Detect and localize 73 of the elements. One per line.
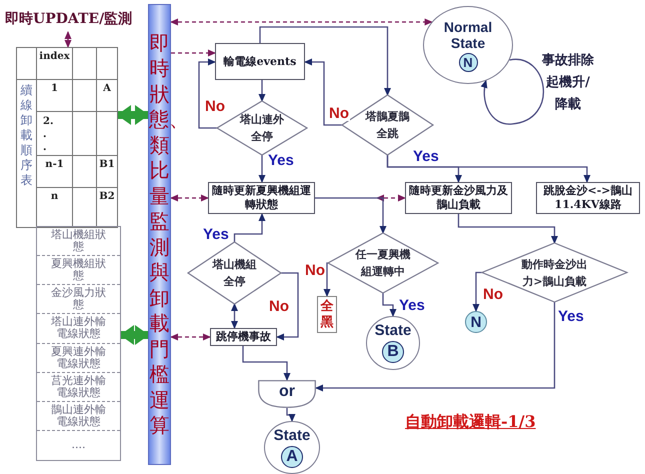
state-badge: N bbox=[465, 311, 487, 333]
edge-label: Yes bbox=[202, 227, 230, 242]
arrow bbox=[304, 58, 342, 126]
arrow bbox=[324, 262, 330, 297]
edge-label: 事故排除起機升/降載 bbox=[541, 52, 595, 114]
list-item: 鵲山連外輸電線狀態 bbox=[37, 402, 120, 431]
process-box: 跳停機事故 bbox=[210, 328, 277, 346]
process-box: 隨時更新夏興機組運轉狀態 bbox=[208, 182, 315, 214]
state-badge: N bbox=[458, 52, 478, 72]
table-cell: index bbox=[37, 48, 73, 80]
table-cell: A bbox=[97, 80, 117, 112]
arrow bbox=[198, 58, 217, 129]
table-cell: B1 bbox=[97, 156, 117, 188]
arrow bbox=[231, 303, 238, 329]
arrow bbox=[64, 31, 72, 48]
arrow bbox=[234, 213, 266, 242]
arrow bbox=[382, 293, 396, 317]
arrow bbox=[258, 80, 266, 102]
process-box: 輸電線events bbox=[215, 43, 305, 80]
state-label: Normal State bbox=[442, 18, 494, 50]
edge-label: No bbox=[268, 299, 290, 314]
arrow bbox=[171, 50, 216, 56]
status-list bbox=[36, 226, 121, 461]
arrow bbox=[117, 105, 149, 125]
edge-label: Yes bbox=[412, 149, 440, 164]
list-item: .... bbox=[70, 437, 86, 454]
result-box: 全黑 bbox=[317, 296, 337, 333]
process-box: 跳脫金沙<->鵲山11.4KV線路 bbox=[536, 182, 640, 214]
heading: 即時UPDATE/監測 bbox=[5, 10, 130, 32]
state-badge: B bbox=[382, 341, 404, 363]
state-label: State bbox=[272, 428, 312, 444]
table-cell: n-1 bbox=[37, 156, 73, 188]
arrow bbox=[472, 272, 482, 312]
edge-label: No bbox=[482, 287, 504, 302]
decision-diamond: 任一夏興機組運轉中 bbox=[328, 233, 438, 293]
edge-label: No bbox=[204, 99, 226, 114]
arrow bbox=[286, 408, 296, 422]
state-circle bbox=[366, 316, 420, 370]
list-item: 莒光連外輸電線狀態 bbox=[37, 372, 120, 402]
arrow bbox=[258, 155, 266, 183]
caption: 自動卸載邏輯-1/3 bbox=[405, 412, 536, 433]
arrow bbox=[259, 26, 391, 96]
edge-label: Yes bbox=[267, 153, 295, 168]
edge-label: No bbox=[304, 263, 326, 278]
list-item: 夏興機組狀態 bbox=[37, 256, 120, 286]
arrow bbox=[458, 214, 558, 244]
state-label: State bbox=[374, 323, 412, 339]
arrow bbox=[315, 302, 556, 392]
state-badge: A bbox=[281, 446, 303, 468]
arrow bbox=[170, 18, 433, 26]
or-gate: or bbox=[258, 380, 316, 408]
arrow bbox=[242, 346, 290, 381]
arrow bbox=[170, 334, 211, 340]
table-cell: n bbox=[37, 188, 73, 227]
list-item: 塔山連外輸電線狀態 bbox=[37, 314, 120, 344]
arrow bbox=[315, 197, 386, 234]
edge-label: Yes bbox=[398, 298, 426, 313]
table-cell-text: B2 bbox=[98, 190, 116, 204]
arrow bbox=[276, 272, 299, 340]
list-item: 夏興連外輸電線狀態 bbox=[37, 344, 120, 373]
arrow bbox=[376, 194, 406, 202]
sequence-table bbox=[16, 47, 118, 228]
arrow bbox=[386, 155, 590, 183]
arrow bbox=[170, 194, 209, 202]
table-cell: 續線卸載順序表 bbox=[17, 80, 37, 227]
list-item: 金沙風力狀態 bbox=[37, 285, 120, 314]
edge-label: No bbox=[328, 106, 350, 121]
list-item: 塔山機組狀態 bbox=[37, 227, 120, 256]
table-cell: 2. . . bbox=[37, 112, 73, 156]
process-box: 隨時更新金沙風力及鵲山負載 bbox=[405, 182, 512, 214]
edge-label: Yes bbox=[557, 309, 585, 324]
table-cell: 1 bbox=[37, 80, 73, 112]
arrow bbox=[120, 325, 149, 345]
